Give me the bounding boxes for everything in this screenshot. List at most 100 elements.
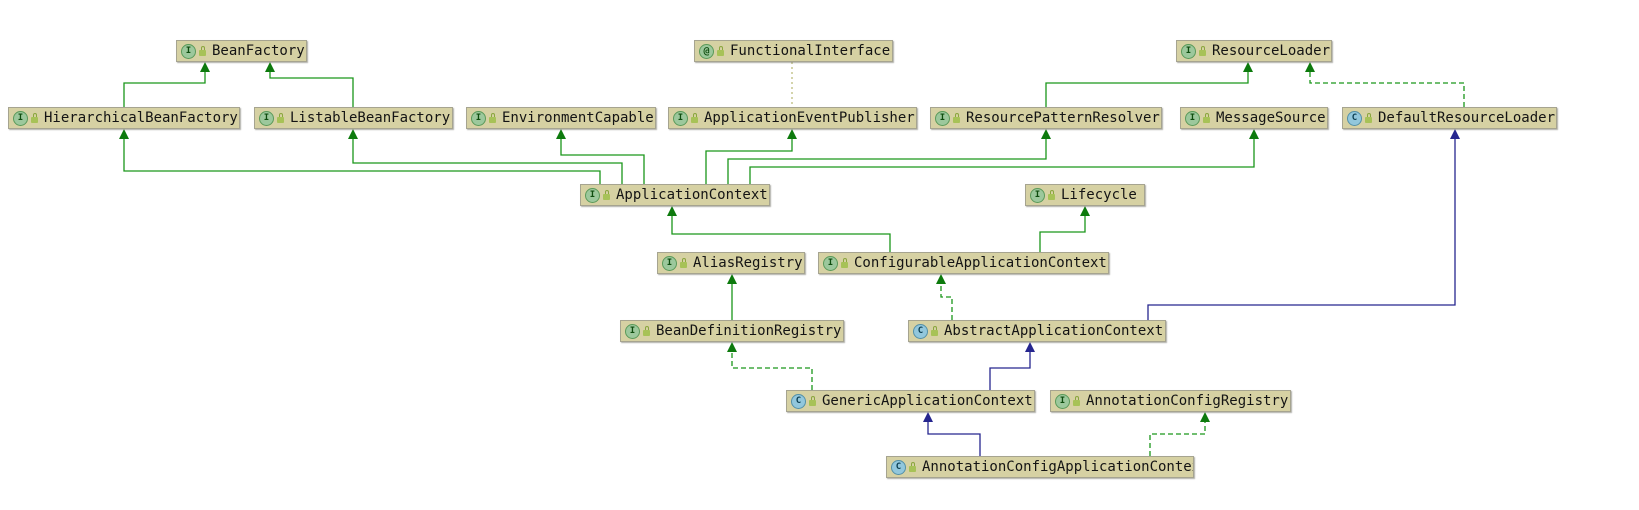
class-node-default-resource-loader[interactable]: C DefaultResourceLoader — [1342, 107, 1557, 129]
edge-configurable-application-context--application-context — [667, 206, 891, 252]
edge-configurable-application-context--lifecycle — [1039, 206, 1090, 252]
edge-generic-application-context--abstract-application-context — [989, 342, 1035, 390]
class-node-hierarchical-bean-factory[interactable]: I HierarchicalBeanFactory — [8, 107, 240, 129]
interface-icon: I — [259, 110, 274, 126]
interface-icon: I — [823, 255, 838, 271]
lock-icon — [489, 113, 497, 123]
lock-icon — [277, 113, 285, 123]
class-name-label: BeanFactory — [212, 43, 305, 59]
edge-application-context--message-source — [749, 129, 1259, 184]
edge-listable-bean-factory--bean-factory — [265, 62, 354, 107]
class-node-configurable-application-context[interactable]: I ConfigurableApplicationContext — [818, 252, 1109, 274]
arrowhead — [119, 129, 129, 139]
edge-resource-pattern-resolver--resource-loader — [1045, 62, 1253, 107]
class-icon: C — [891, 459, 906, 475]
lock-icon — [691, 113, 699, 123]
lock-icon — [953, 113, 961, 123]
class-node-resource-loader[interactable]: I ResourceLoader — [1176, 40, 1332, 62]
interface-icon: I — [181, 43, 196, 59]
interface-icon: I — [625, 323, 640, 339]
interface-icon: I — [1030, 187, 1045, 203]
interface-icon: I — [1181, 43, 1196, 59]
arrowhead — [1041, 129, 1051, 139]
arrowhead — [1249, 129, 1259, 139]
class-name-label: DefaultResourceLoader — [1378, 110, 1556, 126]
lock-icon — [1048, 190, 1056, 200]
interface-icon: I — [13, 110, 28, 126]
class-name-label: MessageSource — [1216, 110, 1326, 126]
class-name-label: FunctionalInterface — [730, 43, 891, 59]
lock-icon — [680, 258, 688, 268]
edge-application-context--environment-capable — [556, 129, 645, 184]
class-node-environment-capable[interactable]: I EnvironmentCapable — [466, 107, 656, 129]
arrowhead — [1025, 342, 1035, 352]
class-name-label: BeanDefinitionRegistry — [656, 323, 842, 339]
arrowhead — [1243, 62, 1253, 72]
class-node-bean-definition-registry[interactable]: I BeanDefinitionRegistry — [620, 320, 844, 342]
arrowhead — [200, 62, 210, 72]
class-node-functional-interface[interactable]: @FunctionalInterface — [694, 40, 893, 62]
class-name-label: ResourcePatternResolver — [966, 110, 1160, 126]
lock-icon — [931, 326, 939, 336]
interface-icon: I — [662, 255, 677, 271]
class-name-label: AnnotationConfigRegistry — [1086, 393, 1289, 409]
class-node-application-context[interactable]: I ApplicationContext — [580, 184, 770, 206]
lock-icon — [1365, 113, 1373, 123]
arrowhead — [1450, 129, 1460, 139]
class-icon: C — [791, 393, 806, 409]
arrowhead — [1080, 206, 1090, 216]
class-name-label: ApplicationContext — [616, 187, 768, 203]
class-icon: C — [1347, 110, 1362, 126]
lock-icon — [603, 190, 611, 200]
edge-default-resource-loader--resource-loader — [1305, 62, 1465, 107]
class-name-label: ListableBeanFactory — [290, 110, 451, 126]
lock-icon — [717, 46, 725, 56]
class-name-label: EnvironmentCapable — [502, 110, 654, 126]
arrowhead — [265, 62, 275, 72]
class-name-label: AnnotationConfigApplicationContext — [922, 459, 1194, 475]
lock-icon — [841, 258, 849, 268]
class-node-message-source[interactable]: I MessageSource — [1180, 107, 1328, 129]
arrowhead — [556, 129, 566, 139]
class-name-label: HierarchicalBeanFactory — [44, 110, 238, 126]
arrowhead — [787, 129, 797, 139]
arrowhead — [923, 412, 933, 422]
interface-icon: I — [585, 187, 600, 203]
lock-icon — [1199, 46, 1207, 56]
arrowhead — [348, 129, 358, 139]
edge-application-context--application-event-publisher — [705, 129, 797, 184]
lock-icon — [1203, 113, 1211, 123]
interface-icon: I — [1185, 110, 1200, 126]
edge-annotation-config-application-context--generic-application-context — [923, 412, 981, 456]
class-name-label: AliasRegistry — [693, 255, 803, 271]
edge-application-context--resource-pattern-resolver — [727, 129, 1051, 184]
class-name-label: ResourceLoader — [1212, 43, 1331, 59]
class-name-label: ConfigurableApplicationContext — [854, 255, 1107, 271]
arrowhead — [1305, 62, 1315, 72]
lock-icon — [1073, 396, 1081, 406]
arrowhead — [1200, 412, 1210, 422]
interface-icon: I — [1055, 393, 1070, 409]
lock-icon — [199, 46, 207, 56]
interface-icon: I — [935, 110, 950, 126]
class-node-alias-registry[interactable]: I AliasRegistry — [657, 252, 805, 274]
arrowhead — [667, 206, 677, 216]
class-node-bean-factory[interactable]: I BeanFactory — [176, 40, 307, 62]
arrowhead — [936, 274, 946, 284]
edge-generic-application-context--bean-definition-registry — [727, 342, 813, 390]
class-node-annotation-config-registry[interactable]: I AnnotationConfigRegistry — [1050, 390, 1291, 412]
lock-icon — [31, 113, 39, 123]
class-icon: C — [913, 323, 928, 339]
edge-abstract-application-context--configurable-application-context — [936, 274, 953, 320]
class-node-annotation-config-application-context[interactable]: C AnnotationConfigApplicationContext — [886, 456, 1194, 478]
arrowhead — [727, 342, 737, 352]
class-node-resource-pattern-resolver[interactable]: I ResourcePatternResolver — [930, 107, 1162, 129]
class-node-listable-bean-factory[interactable]: I ListableBeanFactory — [254, 107, 453, 129]
interface-icon: I — [471, 110, 486, 126]
edge-hierarchical-bean-factory--bean-factory — [123, 62, 210, 107]
